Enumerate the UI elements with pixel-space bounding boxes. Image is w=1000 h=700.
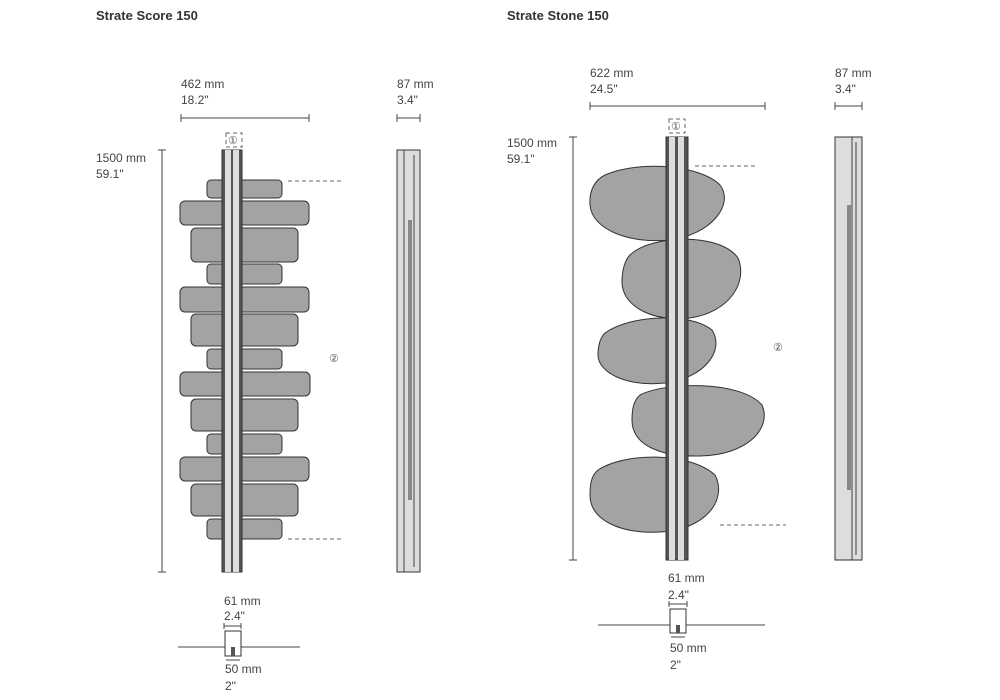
- stone-marker-1: ①: [671, 121, 681, 133]
- stone-marker-2: ②: [773, 342, 783, 354]
- stone-depth-mm: 87 mm: [835, 66, 872, 80]
- stone-width-mm: 622 mm: [590, 66, 633, 80]
- score-bracket-top-in: 2.4": [224, 609, 245, 623]
- score-bracket-detail: 61 mm 2.4" 50 mm 2": [178, 594, 300, 693]
- stone-height-in: 59.1": [507, 152, 535, 166]
- score-depth-mm: 87 mm: [397, 77, 434, 91]
- score-bracket-bottom-mm: 50 mm: [225, 662, 262, 676]
- strate-score-title: Strate Score 150: [96, 8, 198, 23]
- stone-extent-dashes: [695, 165, 786, 526]
- score-width-mm: 462 mm: [181, 77, 224, 91]
- score-width-dimension-line: [180, 114, 310, 122]
- score-height-in: 59.1": [96, 167, 124, 181]
- stone-height-mm: 1500 mm: [507, 136, 557, 150]
- score-bracket-top-mm: 61 mm: [224, 594, 261, 608]
- stone-bracket-bottom-mm: 50 mm: [670, 641, 707, 655]
- stone-side-view: [834, 136, 863, 561]
- stone-bracket-top-mm: 61 mm: [668, 571, 705, 585]
- stone-depth-in: 3.4": [835, 82, 856, 96]
- stone-bracket-top-in: 2.4": [668, 588, 689, 602]
- score-pads: [179, 179, 311, 540]
- strate-stone-title: Strate Stone 150: [507, 8, 609, 23]
- stone-width-in: 24.5": [590, 82, 618, 96]
- stone-width-dimension-line: [589, 102, 766, 110]
- score-side-view: [396, 149, 421, 573]
- score-marker-2: ②: [329, 353, 339, 365]
- score-width-in: 18.2": [181, 93, 209, 107]
- score-depth-in: 3.4": [397, 93, 418, 107]
- score-height-dimension-line: [158, 149, 166, 573]
- stone-height-dimension-line: [569, 136, 577, 561]
- stone-bracket-bottom-in: 2": [670, 658, 681, 672]
- stone-depth-dimension-line: [834, 102, 863, 110]
- stone-central-bar: [665, 136, 689, 561]
- score-extent-dashes: [288, 180, 343, 540]
- score-marker-box: [225, 132, 243, 148]
- stone-marker-box: [668, 118, 686, 134]
- score-height-mm: 1500 mm: [96, 151, 146, 165]
- score-depth-dimension-line: [396, 114, 421, 122]
- strate-stone-drawing: Strate Stone 150 622 mm 24.5" 87 mm 3.4"…: [507, 8, 872, 672]
- score-marker-1: ①: [228, 135, 238, 147]
- stone-bracket-detail: 61 mm 2.4" 50 mm 2": [598, 571, 765, 672]
- score-bracket-bottom-in: 2": [225, 679, 236, 693]
- score-central-bar: [221, 149, 243, 573]
- strate-score-drawing: Strate Score 150 462 mm 18.2" 87 mm 3.4"…: [96, 8, 434, 693]
